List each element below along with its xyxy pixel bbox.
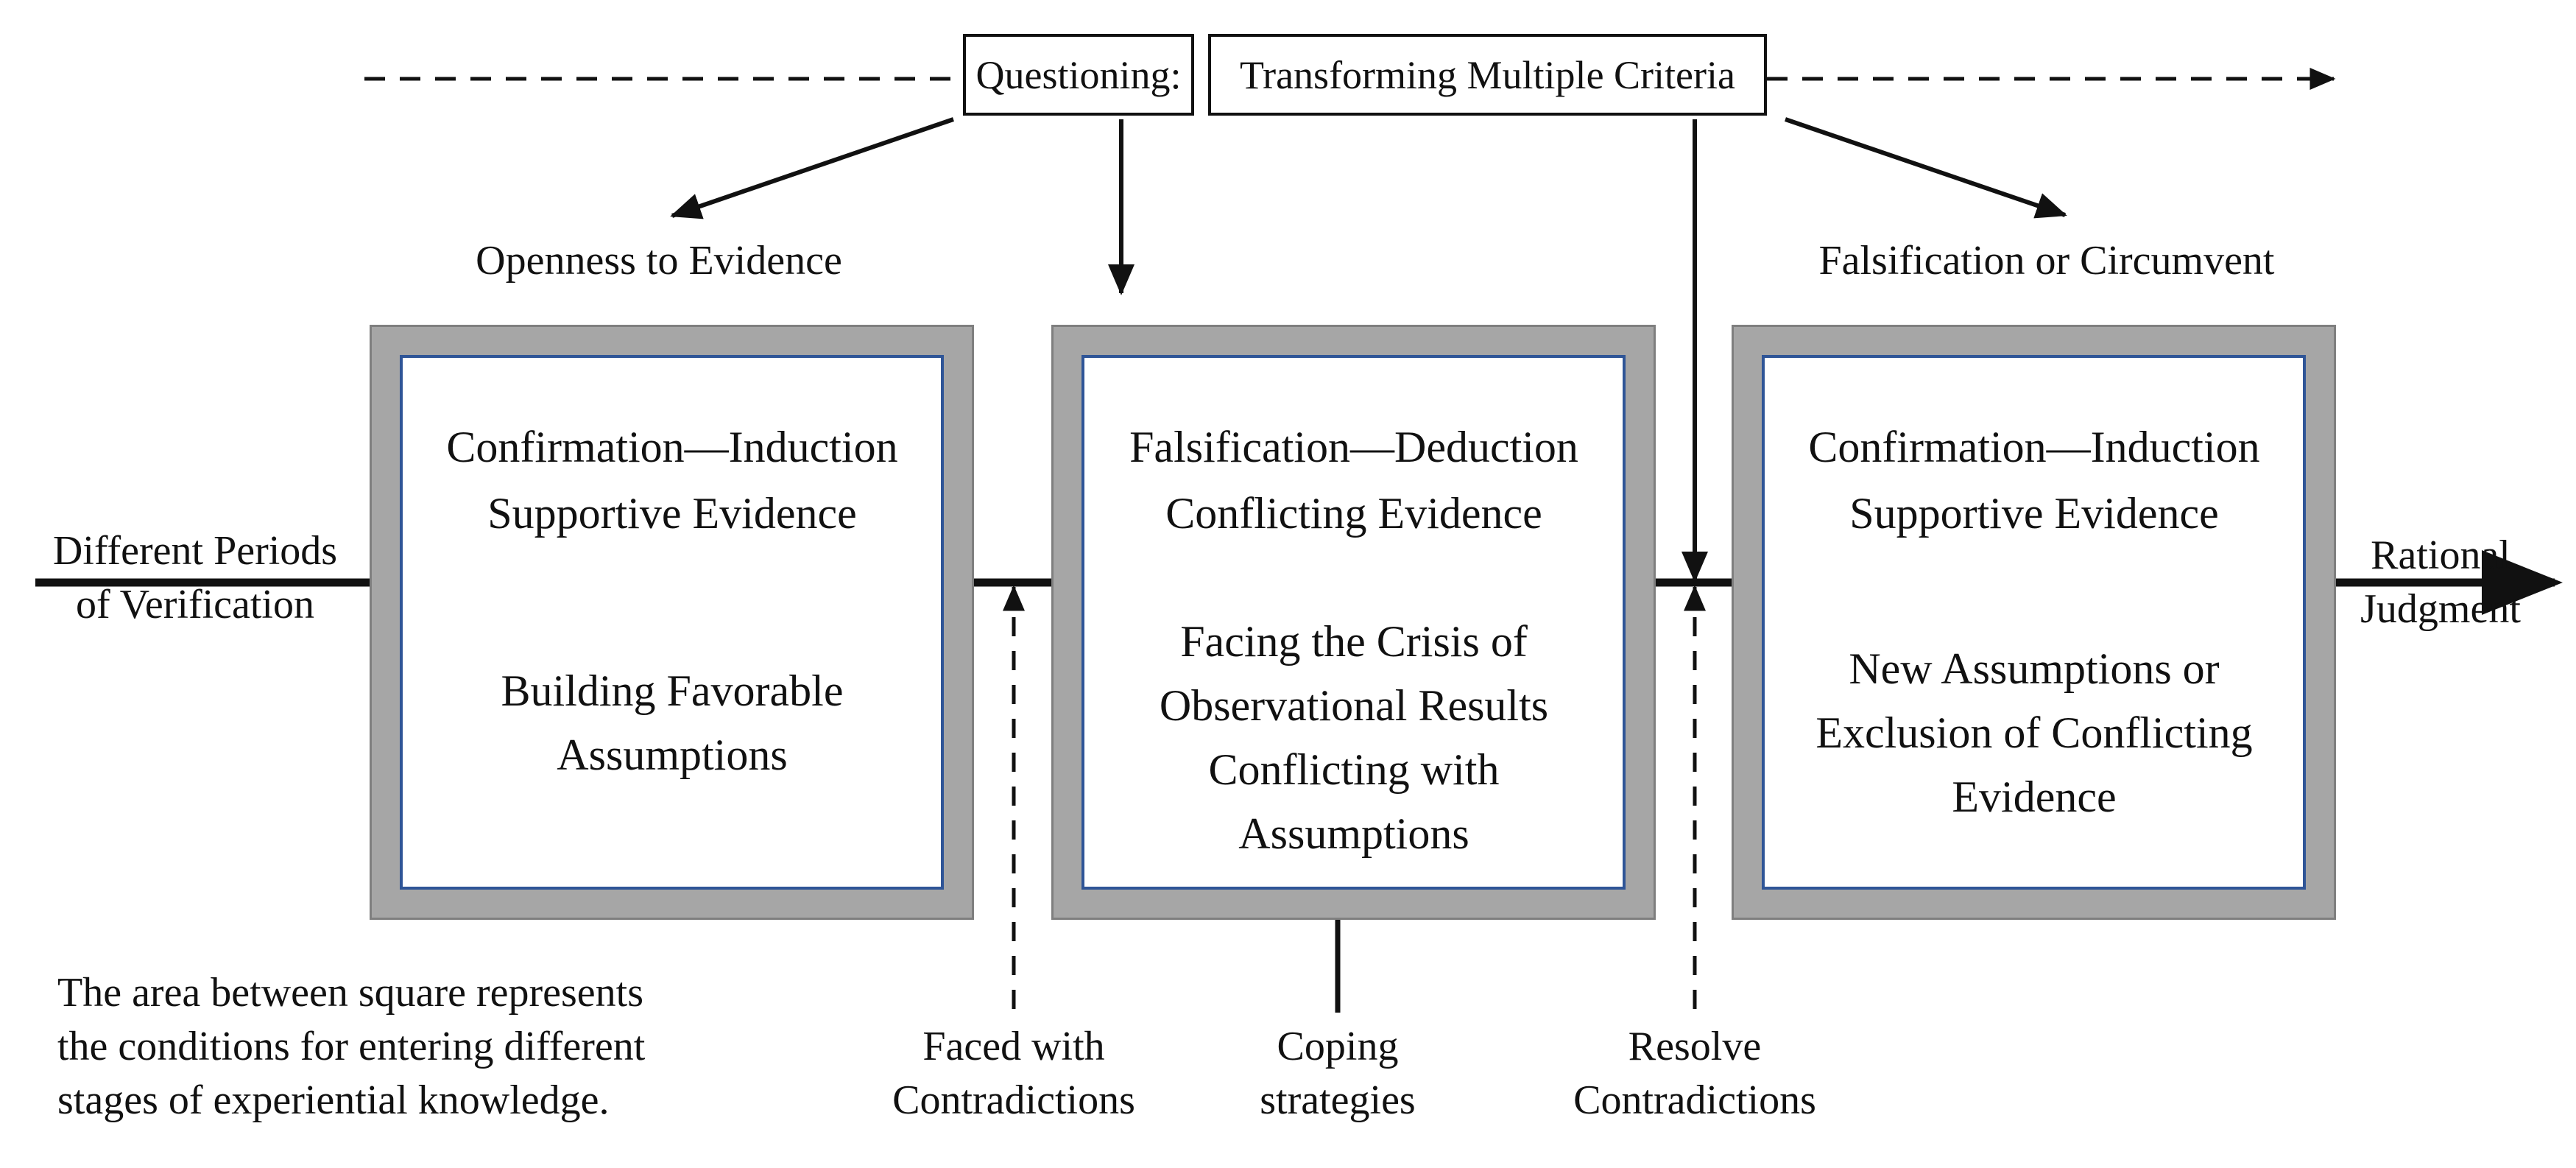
stage-1-frame (370, 325, 974, 920)
coping-strategies-label: Coping strategies (1260, 1024, 1416, 1123)
faced-contradictions-label: Faced with Contradictions (892, 1024, 1135, 1123)
stage-1-box (400, 355, 944, 890)
questioning-label: Questioning: (975, 52, 1182, 97)
stage-2-box (1081, 355, 1626, 890)
stage-2-title: Falsification—Deduction Conflicting Evid… (1129, 423, 1578, 538)
falsification-circumvent-label: Falsification or Circumvent (1818, 238, 2275, 284)
stage-3-frame (1732, 325, 2336, 920)
rational-judgment-label: Rational Judgment (2360, 532, 2521, 632)
stage-2-frame (1051, 325, 1656, 920)
arrow-to-falsification-circumvent (1785, 117, 2067, 219)
stage-3-body: New Assumptions or Exclusion of Conflict… (1815, 644, 2253, 821)
questioning-box: Questioning: (963, 34, 1194, 116)
stage-2-body: Facing the Crisis of Observational Resul… (1159, 617, 1549, 858)
different-periods-label: Different Periods of Verification (52, 528, 338, 627)
transforming-box: Transforming Multiple Criteria (1208, 34, 1767, 116)
stage-3-box (1762, 355, 2306, 890)
arrow-to-openness (670, 117, 954, 219)
transforming-label: Transforming Multiple Criteria (1240, 52, 1735, 97)
resolve-contradictions-label: Resolve Contradictions (1573, 1024, 1816, 1123)
openness-label: Openness to Evidence (476, 238, 842, 284)
stage-1-body: Building Favorable Assumptions (501, 666, 844, 779)
explanatory-note: The area between square represents the c… (57, 970, 646, 1123)
stage-3-title: Confirmation—Induction Supportive Eviden… (1808, 423, 2260, 538)
stage-1-title: Confirmation—Induction Supportive Eviden… (446, 423, 898, 538)
